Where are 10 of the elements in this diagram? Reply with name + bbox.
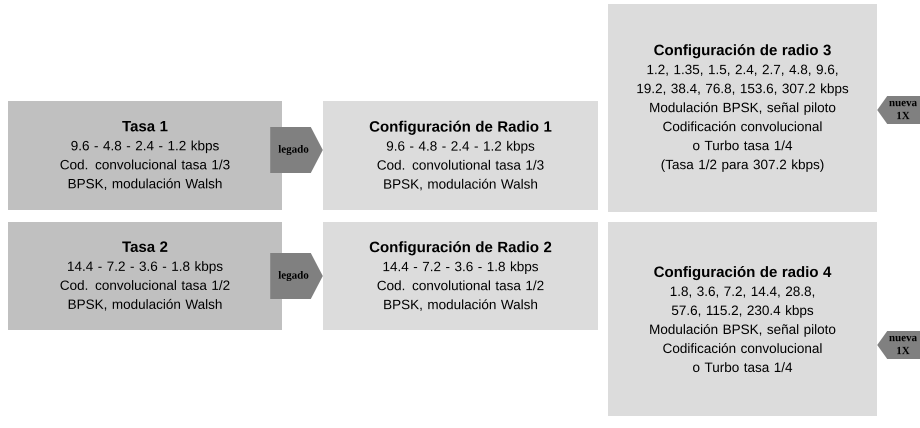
config-box: Configuración de radio 4 1.8, 3.6, 7.2, 14.4, 28.8, 57.6, 115.2, 230.4 kbps Modulación BPSK, señal piloto Codificación convolucional o Turbo tasa 1/4	[608, 222, 878, 416]
config-box: Configuración de radio 3 1.2, 1.35, 1.5, 2.4, 2.7, 4.8, 9.6, 19.2, 38.4, 76.8, 153.6, 307.2 kbps Modulación BPSK, señal piloto Codificación convolucional o Turbo tasa 1/4 (Tasa 1/2 para 307.2 kbps)	[608, 4, 878, 212]
edge-label: nueva 1X	[889, 336, 917, 354]
edge-label: nueva 1X	[889, 100, 917, 120]
config-box: Configuración de Radio 1 9.6 - 4.8 - 2.4 - 1.2 kbps Cod. convolutional tasa 1/3 BPSK, modulación Walsh	[323, 101, 598, 210]
config-box: Configuración de Radio 2 14.4 - 7.2 - 3.6 - 1.8 kbps Cod. convolutional tasa 1/2 BPSK, modulación Walsh	[323, 222, 598, 330]
chevron-arrow	[270, 127, 323, 173]
chevron-arrow	[877, 96, 920, 124]
chevron-arrow	[877, 331, 920, 359]
chevron-arrow	[270, 253, 323, 299]
